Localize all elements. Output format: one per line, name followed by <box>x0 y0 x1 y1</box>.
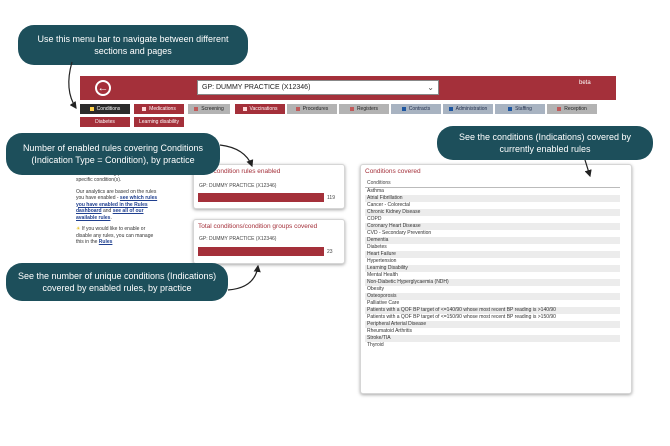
tab-screening[interactable]: Screening <box>188 104 230 114</box>
info-text-span: If you would like to enable or disable a… <box>76 226 154 245</box>
table-row: Obesity <box>367 286 384 292</box>
rules-dashboard-link[interactable]: see which rules you have enabled in the … <box>76 195 158 214</box>
info-paragraph: Our analytics are based on the rules you… <box>76 189 160 222</box>
table-row: Heart Failure <box>365 251 620 258</box>
table-row: Mental Health <box>367 272 398 278</box>
table-row: Asthma <box>367 188 384 194</box>
tab-medications[interactable]: Medications <box>134 104 184 114</box>
practice-dropdown-value: GP: DUMMY PRACTICE (X12346) <box>202 84 311 91</box>
tab-label: Reception <box>564 106 587 112</box>
conditions-icon <box>89 106 94 111</box>
available-rules-link[interactable]: see all of our available rules <box>76 208 144 221</box>
tab-label: Procedures <box>302 106 329 112</box>
table-row: Learning Disability <box>365 265 620 272</box>
callout-conditions-covered: See the conditions (Indications) covered… <box>437 126 653 160</box>
tab-vaccinations[interactable]: Vaccinations <box>235 104 285 114</box>
tab-learning-disability[interactable]: Learning disability <box>134 117 184 127</box>
callout-menu-bar: Use this menu bar to navigate between di… <box>18 25 248 65</box>
tab-administration[interactable]: Administration <box>443 104 493 114</box>
tab-label: Vaccinations <box>249 106 278 112</box>
table-row: CVD - Secondary Prevention <box>367 230 432 236</box>
table-row: Thyroid <box>367 342 384 348</box>
info-text-span: and <box>101 208 113 214</box>
panel-title: Conditions covered <box>365 168 421 175</box>
table-row: Coronary Heart Disease <box>365 223 620 230</box>
arrow-unique <box>227 264 261 291</box>
lightbulb-icon: ☀ <box>76 226 81 232</box>
chevron-down-icon: ⌄ <box>427 83 434 92</box>
staffing-icon <box>508 106 513 111</box>
callout-unique-conditions: See the number of unique conditions (Ind… <box>6 263 228 301</box>
table-row: Cancer - Colorectal <box>367 202 411 208</box>
arrow-menu <box>68 61 77 109</box>
syringe-icon <box>242 106 247 111</box>
table-row: Hypertension <box>367 258 397 264</box>
arrow-rules <box>219 144 254 168</box>
tab-diabetes[interactable]: Diabetes <box>80 117 130 127</box>
tab-label: Administration <box>455 106 488 112</box>
administration-icon <box>448 106 453 111</box>
condition-rules-panel: Total condition rules enabled GP: DUMMY … <box>193 164 345 209</box>
tab-label: Staffing <box>515 106 532 112</box>
tab-contracts[interactable]: Contracts <box>391 104 441 114</box>
panel-title: Total condition rules enabled <box>198 168 281 175</box>
table-row: Peripheral Arterial Disease <box>365 321 620 328</box>
beta-label: beta <box>579 80 591 86</box>
back-arrow-icon[interactable]: ← <box>95 80 111 96</box>
practice-dropdown[interactable]: GP: DUMMY PRACTICE (X12346) ⌄ <box>197 80 439 95</box>
screening-icon <box>194 106 199 111</box>
table-row: Palliative Care <box>367 300 400 306</box>
tab-label: Medications <box>149 106 176 112</box>
table-header: Conditions <box>365 179 620 188</box>
table-row: Atrial Fibrillation <box>365 195 620 202</box>
table-row: Patients with a QOF BP target of <=150/9… <box>367 314 556 320</box>
tab-registers[interactable]: Registers <box>339 104 389 114</box>
table-row: Non-Diabetic Hyperglycaemia (NDH) <box>365 279 620 286</box>
reception-icon <box>557 106 562 111</box>
table-row: Dementia <box>365 237 620 244</box>
rules-bar <box>198 193 324 202</box>
table-row: Rheumatoid Arthritis <box>367 328 413 334</box>
tab-reception[interactable]: Reception <box>547 104 597 114</box>
table-row: Osteoporosis <box>365 293 620 300</box>
tab-label: Contracts <box>408 106 431 112</box>
arrow-conditions <box>584 159 592 178</box>
groups-value: 23 <box>327 249 333 255</box>
condition-groups-panel: Total conditions/condition groups covere… <box>193 219 345 264</box>
table-row: Patients with a QOF BP target of <=140/9… <box>365 307 620 314</box>
tab-label: Diabetes <box>95 119 115 125</box>
tab-label: Learning disability <box>138 119 180 125</box>
procedures-icon <box>295 106 300 111</box>
info-paragraph: ☀ If you would like to enable or disable… <box>76 226 160 246</box>
practice-label: GP: DUMMY PRACTICE (X12346) <box>199 236 277 242</box>
panel-title: Total conditions/condition groups covere… <box>198 223 318 230</box>
rules-link[interactable]: Rules <box>98 239 113 245</box>
info-text-span: Our analytics are based on the rules you… <box>76 188 157 202</box>
tab-procedures[interactable]: Procedures <box>287 104 337 114</box>
callout-rules-count: Number of enabled rules covering Conditi… <box>6 133 220 175</box>
tab-conditions[interactable]: Conditions <box>80 104 130 114</box>
pill-icon <box>142 106 147 111</box>
contracts-icon <box>401 106 406 111</box>
practice-label: GP: DUMMY PRACTICE (X12346) <box>199 183 277 189</box>
registers-icon <box>349 106 354 111</box>
rules-value: 119 <box>327 195 335 201</box>
tab-staffing[interactable]: Staffing <box>495 104 545 114</box>
table-row: Stroke/TIA <box>365 335 620 342</box>
info-text-span: . <box>110 214 112 221</box>
tab-label: Conditions <box>96 106 121 112</box>
tab-label: Registers <box>356 106 379 112</box>
table-row: Diabetes <box>367 244 387 250</box>
tab-label: Screening <box>201 106 224 112</box>
groups-bar <box>198 247 324 256</box>
table-row: Chronic Kidney Disease <box>365 209 620 216</box>
table-row: COPD <box>367 216 382 222</box>
